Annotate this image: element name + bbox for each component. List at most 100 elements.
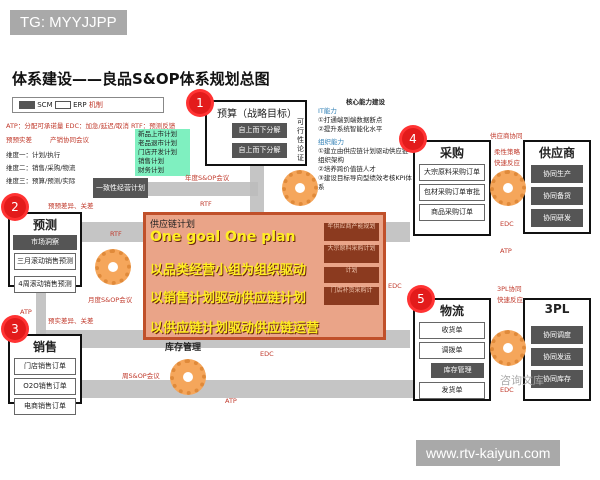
badge-2: 2 [4,196,26,218]
3pl-item[interactable]: 协同库存 [531,370,583,388]
label-atp-2: ATP [225,397,237,405]
org-item: ②培养跨价值链人才 [318,165,376,173]
3pl-item[interactable]: 协同调度 [531,326,583,344]
plan-item: 新品上市计划 [138,130,177,138]
label-edc-2: EDC [388,282,402,290]
dim-2: 维度二：销售/采购/物流 [6,164,76,172]
plan-item: 老品退市计划 [138,139,177,147]
logistics-title: 物流 [439,304,464,318]
label-diff2: 预实差异、关差 [48,317,94,325]
purchase-title: 采购 [439,146,464,160]
arrow-atp-bottom [80,380,420,398]
sales-title: 销售 [32,340,57,354]
label-rtf-2: RTF [200,200,212,208]
slogan-1: One goal One plan [150,229,296,245]
wechat-watermark: 咨询文库 [500,374,544,387]
plan-store: 门店补货采购计 [324,287,379,305]
forecast-box: 预测 市场洞察 三月滚动销售预测 4周滚动销售预测 [8,212,82,293]
supply-chain-plan-box: 供应链计划 年供应商产能规划 大宗原料采购计划 计划 门店补货采购计 One g… [143,212,386,340]
slogan-3: 以销售计划驱动供应链计划 [150,291,307,306]
arrow-forecast-sales [36,286,46,334]
forecast-item[interactable]: 4周滚动销售预测 [14,276,76,293]
core-title: 核心能力建设 [346,98,385,106]
label-edc: EDC [260,350,274,358]
scm-swatch [19,101,35,109]
budget-box: 预算（战略目标） 自上而下分解 自上而下分解 可行性论证 [205,100,307,166]
forecast-title: 预测 [32,218,57,232]
purchase-item[interactable]: 大宗原料采购订单 [419,164,485,181]
scp-title: 供应链计划 [150,220,196,230]
supplier-item[interactable]: 协同研发 [531,209,583,227]
legend-scm: SCM [37,101,53,109]
gear-icon [282,170,318,206]
page-title: 体系建设——良品S&OP体系规划总图 [12,70,270,88]
note-diff: 预预实差 [6,136,32,144]
arrow-budget-down [250,165,264,215]
erp-swatch [54,101,71,109]
label-fast: 快速反应 [494,159,520,167]
forecast-item[interactable]: 三月滚动销售预测 [14,253,76,270]
budget-title: 预算（战略目标） [217,109,297,120]
slogan-2: 以品类经营小组为组织驱动 [150,263,307,278]
sales-item[interactable]: 电商销售订单 [14,398,76,415]
purchase-item[interactable]: 商品采购订单 [419,204,485,221]
arrow-annual [148,182,258,196]
budget-button-1[interactable]: 自上而下分解 [232,123,287,138]
note-meeting: 产销协同会议 [50,136,89,144]
logistics-item[interactable]: 发货单 [419,382,485,399]
market-insight[interactable]: 市场洞察 [13,235,77,250]
gear-icon [490,330,526,366]
label-flex: 柔性策略 [494,148,520,156]
sales-item[interactable]: 门店销售订单 [14,358,76,375]
gear-icon [490,170,526,206]
core-capability: 核心能力建设 IT能力 ①打通端到端数据断点 ②提升系统智能化水平 组织能力 ①… [318,98,413,192]
logistics-box: 物流 收货单 调拨单 库存管理 发货单 [413,298,491,401]
inventory-management[interactable]: 库存管理 [431,363,485,378]
supplier-title: 供应商 [538,146,575,160]
watermark-bottom: www.rtv-kaiyun.com [416,440,561,466]
org-item: ①建立由供应链计划驱动供应链组织架构 [318,147,409,164]
label-rtf: RTF [110,230,122,238]
budget-button-2[interactable]: 自上而下分解 [232,143,287,158]
dimensions: 维度一：计划/执行 维度二：销售/采购/物流 维度三：预算/预测/实际 [6,149,75,188]
label-edc-3: EDC [500,220,514,228]
org-item: ③建设目标导向型绩效考核KPI体系 [318,174,412,191]
badge-5: 5 [410,288,432,310]
it-heading: IT能力 [318,107,337,115]
purchase-box: 采购 大宗原料采购订单 包材采购订单审批 商品采购订单 [413,140,491,236]
sales-box: 销售 门店销售订单 O2O销售订单 电商销售订单 [8,334,82,415]
dim-1: 维度一：计划/执行 [6,151,61,159]
label-edc-4: EDC [500,386,514,394]
3pl-title: 3PL [544,302,570,316]
feasibility-label: 可行性论证 [297,118,304,162]
label-3pl-collab: 3PL协同 [497,285,522,293]
badge-1: 1 [189,92,211,114]
label-monthly-meeting: 月度S&OP会议 [88,296,133,304]
badge-3: 3 [4,318,26,340]
slogan-4: 以供应链计划驱动供应链运营 [150,321,320,336]
logistics-item[interactable]: 调拨单 [419,342,485,359]
plan-raw-material: 大宗原料采购计划 [324,245,379,263]
consistent-plan: 一致性经营计划 [93,178,148,198]
label-supplier-collab: 供应商协同 [490,132,523,140]
label-annual-meeting: 年度S&OP会议 [185,174,230,182]
label-atp-3: ATP [500,247,512,255]
plan-other: 计划 [324,267,379,283]
label-3pl-fast: 快速反应 [497,296,523,304]
purchase-item[interactable]: 包材采购订单审批 [419,184,485,201]
sales-item[interactable]: O2O销售订单 [14,378,76,395]
plan-item: 门店开发计划 [138,148,177,156]
dim-3: 维度三：预算/预测/实际 [6,177,76,185]
supplier-item[interactable]: 协同生产 [531,165,583,183]
it-item: ①打通端到端数据断点 [318,116,383,124]
supplier-item[interactable]: 协同备货 [531,187,583,205]
legend: SCM ERP 机制 [12,97,164,113]
label-atp: ATP [20,308,32,316]
it-item: ②提升系统智能化水平 [318,125,383,133]
plan-list-box: 新品上市计划 老品退市计划 门店开发计划 销售计划 财务计划 [135,129,190,176]
label-diff1: 预预差异、关差 [48,202,94,210]
plan-item: 销售计划 [138,157,164,165]
logistics-item[interactable]: 收货单 [419,322,485,339]
3pl-item[interactable]: 协同发运 [531,348,583,366]
badge-4: 4 [402,128,424,150]
